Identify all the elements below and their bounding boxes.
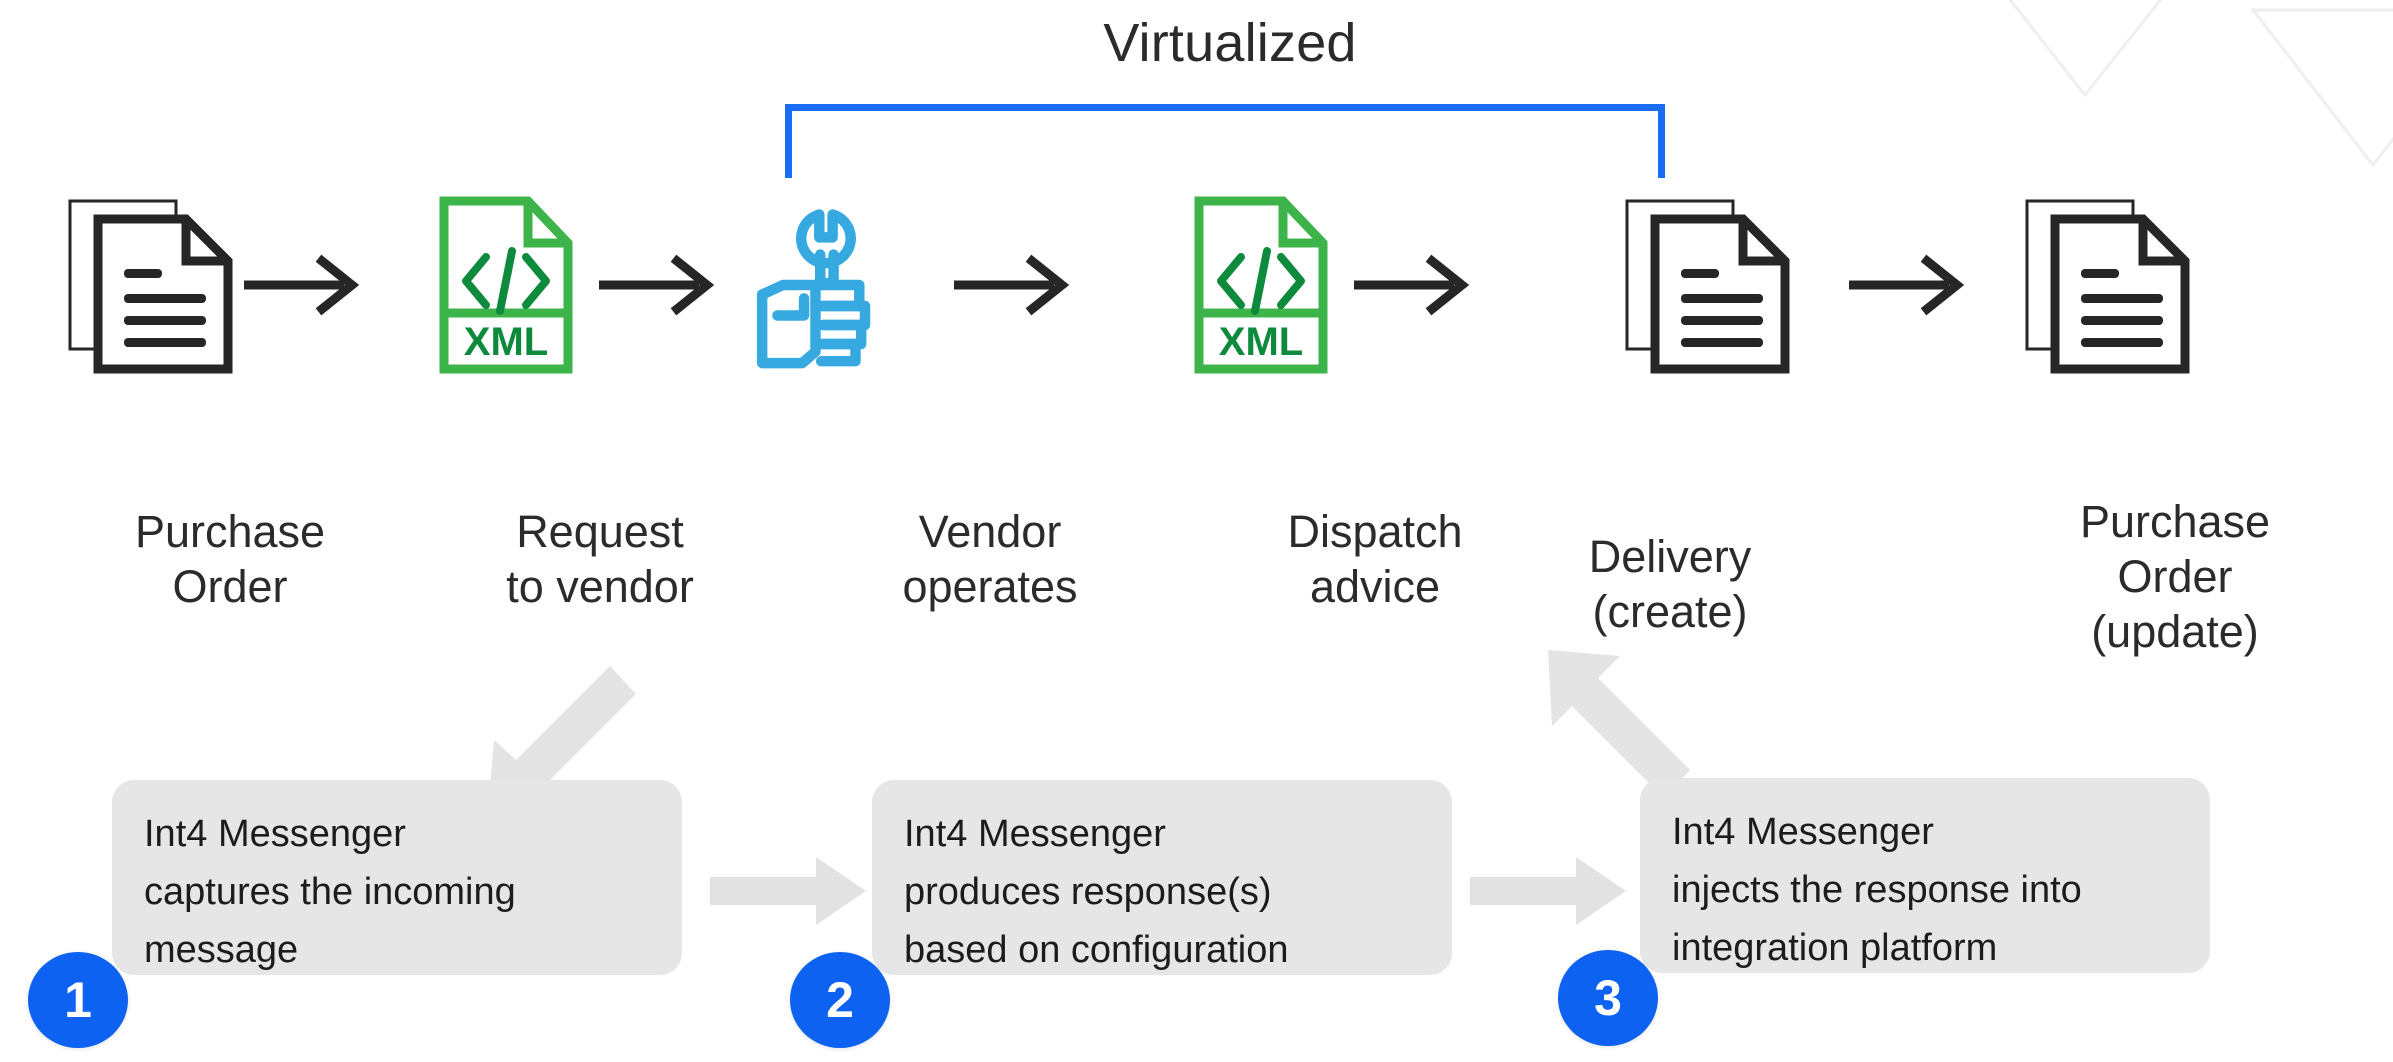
- documents-icon: [2025, 199, 2190, 374]
- bracket-top-line: [785, 104, 1665, 111]
- connector-arrow-up-left: [1548, 650, 1690, 798]
- step-box-3[interactable]: Int4 Messenger injects the response into…: [1640, 778, 2210, 973]
- process-flow-row: XML: [0, 195, 2393, 375]
- virtualized-bracket: [785, 104, 1665, 178]
- bracket-left-leg: [785, 104, 792, 178]
- step-arrow-2-to-3: [1470, 857, 1626, 925]
- flow-arrow-2: [599, 254, 715, 316]
- step-text-2: Int4 Messenger produces response(s) base…: [904, 813, 1289, 971]
- step-box-1[interactable]: Int4 Messenger captures the incoming mes…: [112, 780, 682, 975]
- flow-arrow-5: [1849, 254, 1965, 316]
- flow-node-vendor-operates: [745, 195, 945, 375]
- flow-node-purchase-order-update: [2015, 195, 2215, 375]
- caption-vendor-operates: Vendor operates: [902, 506, 1078, 612]
- step-badge-1[interactable]: 1: [28, 952, 128, 1048]
- xml-file-icon: XML: [439, 196, 573, 374]
- flow-node-delivery-create: [1615, 195, 1815, 375]
- step-badge-2[interactable]: 2: [790, 952, 890, 1048]
- flow-arrow-1: [244, 254, 360, 316]
- documents-icon: [68, 199, 233, 374]
- hand-wrench-icon: [756, 209, 871, 369]
- svg-text:XML: XML: [464, 320, 548, 364]
- triangle-watermark: [2008, 0, 2393, 168]
- flow-arrow-4: [1354, 254, 1470, 316]
- caption-dispatch-advice: Dispatch advice: [1287, 506, 1463, 612]
- caption-purchase-order: Purchase Order: [134, 506, 326, 612]
- bracket-right-leg: [1658, 104, 1665, 178]
- flow-arrow-3: [954, 254, 1070, 316]
- flow-node-request-to-vendor: XML: [400, 195, 600, 375]
- caption-delivery-create: Delivery (create): [1588, 531, 1752, 637]
- flow-node-purchase-order: [58, 195, 258, 375]
- svg-text:XML: XML: [1219, 320, 1303, 364]
- xml-file-icon: XML: [1194, 196, 1328, 374]
- step-text-3: Int4 Messenger injects the response into…: [1672, 811, 2082, 969]
- step-arrow-1-to-2: [710, 857, 866, 925]
- step-text-1: Int4 Messenger captures the incoming mes…: [144, 813, 516, 971]
- flow-node-dispatch-advice: XML: [1155, 195, 1355, 375]
- caption-purchase-order-update: Purchase Order (update): [2079, 496, 2271, 657]
- documents-icon: [1625, 199, 1790, 374]
- step-badge-3[interactable]: 3: [1558, 950, 1658, 1046]
- caption-request-to-vendor: Request to vendor: [506, 506, 694, 612]
- connector-arrow-down-left: [488, 666, 636, 810]
- step-box-2[interactable]: Int4 Messenger produces response(s) base…: [872, 780, 1452, 975]
- virtualized-label: Virtualized: [1103, 13, 1357, 73]
